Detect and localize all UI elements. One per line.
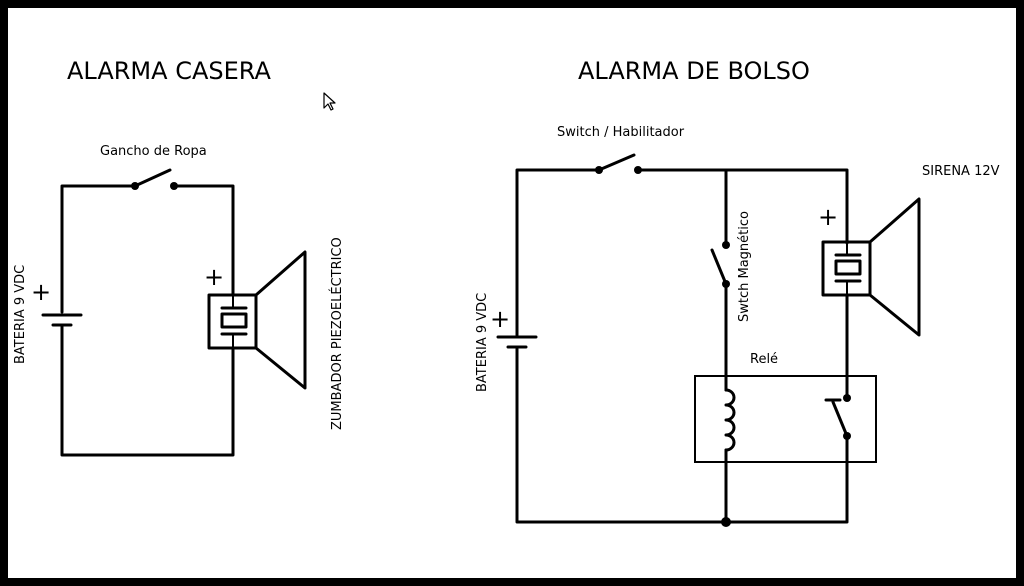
relay-coil <box>724 388 736 452</box>
magnetic-switch <box>710 241 730 288</box>
buzzer-label: ZUMBADOR PIEZOELÉCTRICO <box>329 237 345 430</box>
siren-plus: + <box>818 203 838 231</box>
left-wire-loop <box>60 184 235 457</box>
left-battery-label: BATERIA 9 VDC <box>13 265 28 364</box>
right-wire-top-rail <box>636 168 849 245</box>
alarma-casera-circuit: ALARMA CASERA Gancho de Ropa + BATERIA 9… <box>13 57 345 457</box>
clothes-hook-switch-label: Gancho de Ropa <box>100 144 207 159</box>
clothes-hook-switch <box>131 168 178 190</box>
left-battery-symbol: + <box>31 278 83 327</box>
diagram-canvas: ALARMA CASERA Gancho de Ropa + BATERIA 9… <box>8 8 1016 578</box>
relay-label: Relé <box>750 352 778 367</box>
right-battery-plus: + <box>490 305 510 333</box>
circuit-diagrams: ALARMA CASERA Gancho de Ropa + BATERIA 9… <box>13 57 1000 527</box>
ground-junction <box>721 517 731 527</box>
buzzer-plus: + <box>204 263 224 291</box>
magnetic-switch-label: Swtch Magnético <box>737 211 752 322</box>
right-circuit-title: ALARMA DE BOLSO <box>578 57 810 85</box>
mouse-pointer-icon <box>323 92 336 111</box>
relay-contact <box>824 394 851 440</box>
alarma-de-bolso-circuit: ALARMA DE BOLSO Switch / Habilitador SIR… <box>475 57 1000 527</box>
enable-switch-label: Switch / Habilitador <box>557 125 685 140</box>
piezo-buzzer: + <box>204 250 307 390</box>
left-circuit-title: ALARMA CASERA <box>67 57 271 85</box>
relay <box>694 375 877 463</box>
enable-switch <box>595 153 642 174</box>
right-battery-label: BATERIA 9 VDC <box>475 293 490 392</box>
siren-speaker: + <box>818 197 921 337</box>
right-wire-outer-loop <box>515 168 849 524</box>
left-battery-plus: + <box>31 278 51 306</box>
relay-box <box>694 375 877 463</box>
right-battery-symbol: + <box>490 305 538 349</box>
siren-label: SIRENA 12V <box>922 164 1000 179</box>
